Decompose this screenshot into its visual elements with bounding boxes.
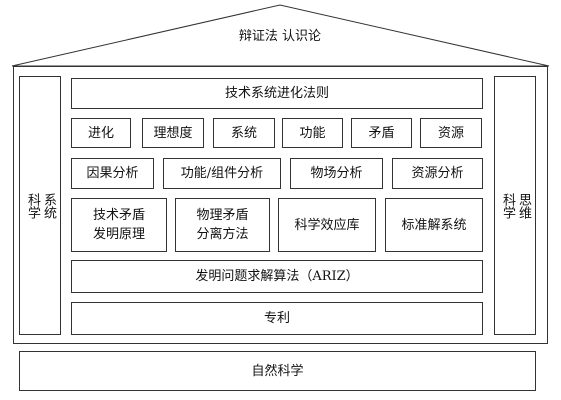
tool-label-line2: 发明原理 <box>92 227 145 242</box>
analysis-label: 因果分析 <box>86 166 139 181</box>
left-pillar-systems-science: 系统 科学 <box>19 76 61 335</box>
concept-function: 功能 <box>282 118 343 148</box>
ariz-label: 发明问题求解算法（ARIZ） <box>195 269 359 284</box>
foundation-natural-science: 自然科学 <box>19 351 536 391</box>
analysis-substance-field: 物场分析 <box>290 158 383 189</box>
analysis-resource: 资源分析 <box>392 158 483 189</box>
tool-label-line2: 分离方法 <box>196 227 249 242</box>
concept-label: 资源 <box>437 125 464 141</box>
left-pillar-text-2: 科学 <box>25 192 40 219</box>
concept-label: 功能 <box>299 125 326 141</box>
foundation-label: 自然科学 <box>251 363 304 379</box>
tool-label-line1: 技术矛盾 <box>92 208 145 223</box>
patent-box: 专利 <box>71 302 483 335</box>
tool-technical-contradiction: 技术矛盾 发明原理 <box>71 198 167 252</box>
analysis-cause-effect: 因果分析 <box>71 158 154 189</box>
roof-label: 辩证法 认识论 <box>238 29 322 44</box>
concept-evolution: 进化 <box>71 118 131 148</box>
analysis-label: 功能/组件分析 <box>180 166 264 181</box>
concept-label: 进化 <box>87 125 114 141</box>
concept-ideality: 理想度 <box>142 118 204 148</box>
evolution-laws-box: 技术系统进化法则 <box>71 78 483 109</box>
right-pillar-thinking-science: 思维 科学 <box>494 76 536 335</box>
analysis-function-component: 功能/组件分析 <box>163 158 281 189</box>
right-pillar-text-2: 科学 <box>500 192 515 219</box>
ariz-box: 发明问题求解算法（ARIZ） <box>71 260 483 293</box>
concept-system: 系统 <box>213 118 275 148</box>
concept-contradiction: 矛盾 <box>351 118 412 148</box>
tool-physical-contradiction: 物理矛盾 分离方法 <box>175 198 270 252</box>
concept-label: 系统 <box>230 125 257 141</box>
tool-standard-solutions: 标准解系统 <box>385 198 483 252</box>
analysis-label: 物场分析 <box>310 166 363 181</box>
tool-label: 标准解系统 <box>401 217 467 233</box>
patent-label: 专利 <box>263 311 290 326</box>
right-pillar-text-1: 思维 <box>516 192 531 219</box>
analysis-label: 资源分析 <box>411 166 464 181</box>
tool-label-line1: 物理矛盾 <box>196 208 249 223</box>
concept-label: 矛盾 <box>368 125 395 141</box>
left-pillar-text-1: 系统 <box>41 192 56 219</box>
concept-label: 理想度 <box>153 125 193 141</box>
tool-label: 科学效应库 <box>294 217 360 233</box>
evolution-laws-label: 技术系统进化法则 <box>224 86 329 101</box>
concept-resource: 资源 <box>420 118 482 148</box>
tool-scientific-effects-database: 科学效应库 <box>278 198 376 252</box>
